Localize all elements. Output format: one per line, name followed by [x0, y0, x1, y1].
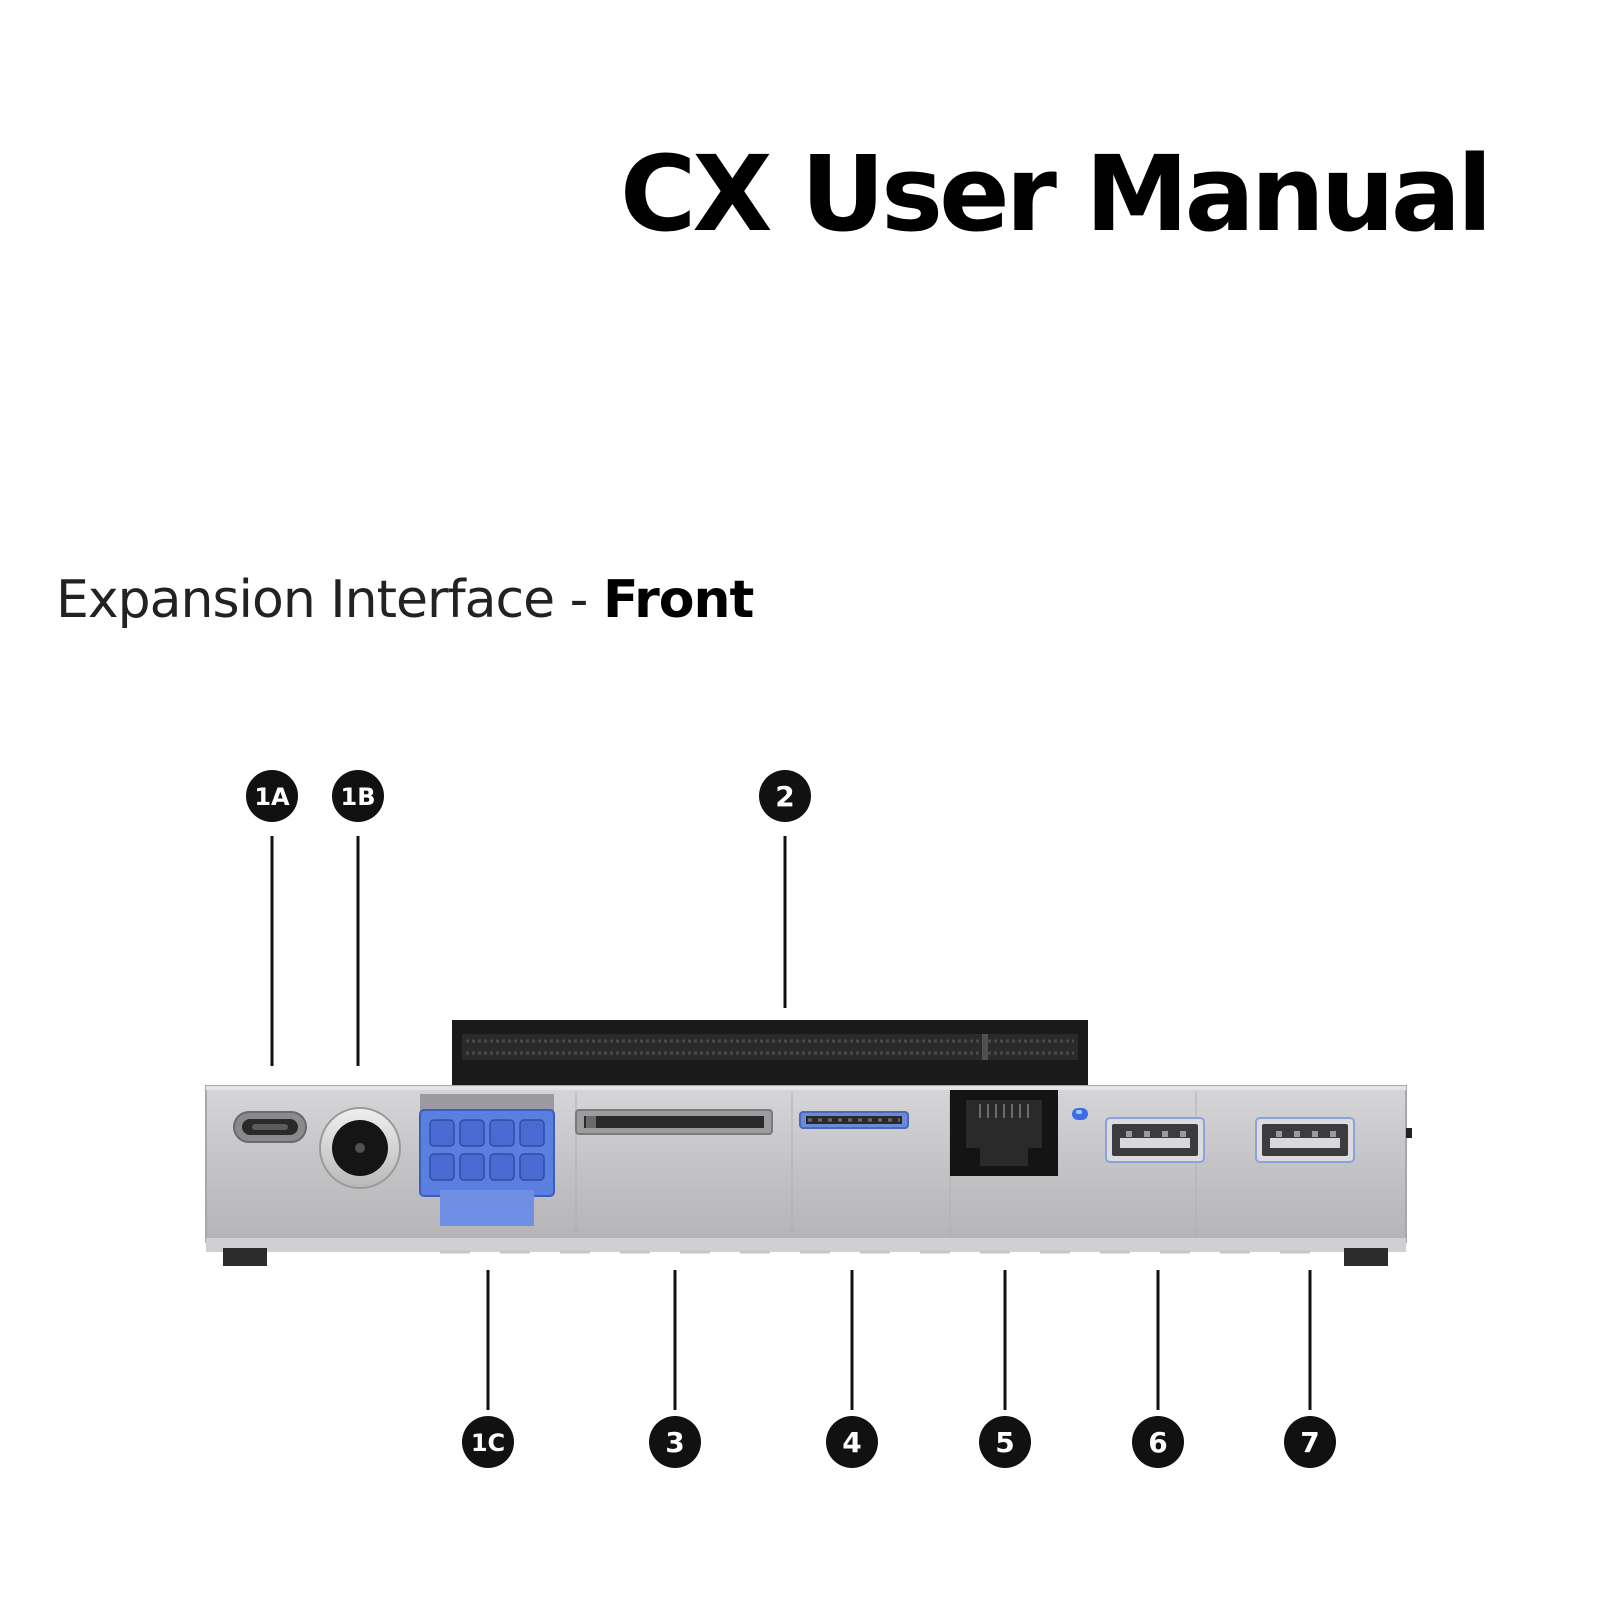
- callout-1b-label: 1B: [341, 783, 376, 811]
- section-heading-prefix: Expansion Interface -: [56, 570, 603, 630]
- callout-1a-label: 1A: [254, 783, 290, 811]
- manual-title: CX User Manual: [620, 133, 1493, 255]
- usb-c-port: [233, 1111, 307, 1143]
- section-heading-emphasis: Front: [602, 570, 754, 630]
- pcie-edge-connector: [452, 1020, 1088, 1088]
- micro-sd-slot: [799, 1111, 909, 1129]
- callout-7-label: 7: [1300, 1426, 1319, 1459]
- leader-lines: [270, 836, 1312, 1410]
- callout-5: 5: [979, 1416, 1031, 1468]
- callout-3-label: 3: [665, 1426, 684, 1459]
- dc-power-jack: [319, 1107, 401, 1189]
- callout-4: 4: [826, 1416, 878, 1468]
- callout-2: 2: [759, 770, 811, 822]
- callout-4-label: 4: [842, 1426, 861, 1459]
- callout-1b: 1B: [332, 770, 384, 822]
- callout-6: 6: [1132, 1416, 1184, 1468]
- rj45-ethernet-port: [950, 1090, 1058, 1176]
- callout-1c-label: 1C: [471, 1429, 505, 1457]
- sd-card-slot: [575, 1109, 773, 1135]
- callout-6-label: 6: [1148, 1426, 1167, 1459]
- section-heading: Expansion Interface - Front: [56, 574, 754, 626]
- callout-5-label: 5: [995, 1426, 1014, 1459]
- usb-a-port-2: [1255, 1117, 1355, 1163]
- rubber-foot-right: [1344, 1248, 1388, 1266]
- callout-2-label: 2: [775, 780, 794, 813]
- callout-1a: 1A: [246, 770, 298, 822]
- status-led: [1072, 1108, 1088, 1120]
- device-body: [205, 1085, 1412, 1266]
- callout-3: 3: [649, 1416, 701, 1468]
- callout-7: 7: [1284, 1416, 1336, 1468]
- callout-1c: 1C: [462, 1416, 514, 1468]
- power-8pin-connector: [419, 1094, 555, 1226]
- rubber-foot-left: [223, 1248, 267, 1266]
- usb-a-port-1: [1105, 1117, 1205, 1163]
